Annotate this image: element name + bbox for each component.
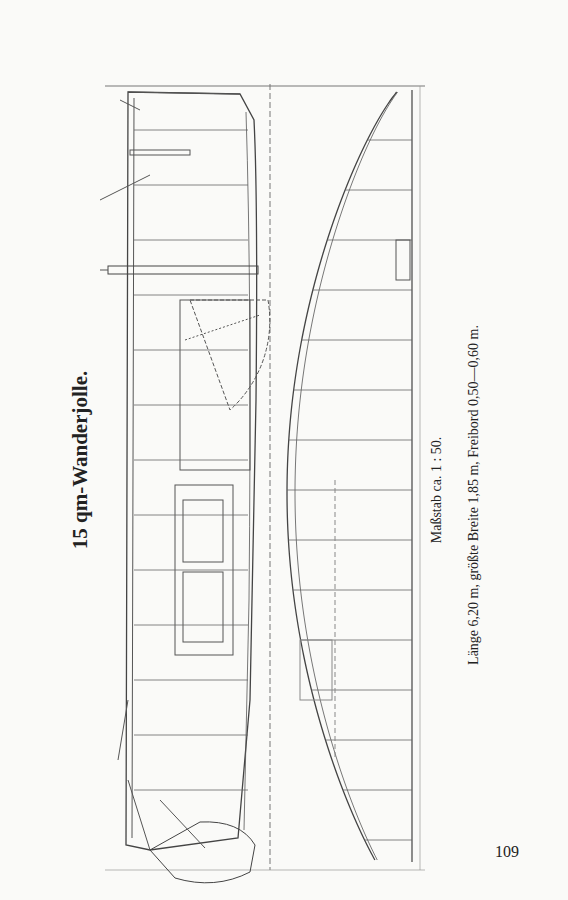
frame-line [134,515,248,516]
frame-line [134,405,248,406]
frame-line [345,190,412,191]
frame-line [293,590,412,591]
frame-line [134,735,248,736]
frame-line [134,185,248,186]
frame-line [134,240,248,241]
frame-line [134,625,248,626]
frame-line [134,460,248,461]
frame-line [287,490,412,491]
frame-line [134,790,248,791]
profile-view [100,84,425,883]
frame-line [302,340,412,341]
inner-sheer-line [295,92,398,860]
frame-line [134,680,248,681]
frame-line [288,540,412,541]
title: 15 qm-Wanderjolle. [70,371,91,550]
dimension-caption: Länge 6,20 m, größte Breite 1,85 m, Frei… [467,325,481,665]
frame-line [289,440,412,441]
frame-line [134,570,248,571]
frame-line [294,390,412,391]
frame-line [367,140,412,141]
frame-line [134,295,248,296]
frame-line [134,130,248,131]
page-number: 109 [495,844,519,860]
frame-line [365,840,412,841]
frame-line [311,690,412,691]
frame-line [325,740,412,741]
plan-view [287,86,420,870]
frame-line [313,290,412,291]
scale-note: Maßstab ca. 1 : 50. [430,437,444,544]
frame-line [343,790,412,791]
sheer-line [287,92,397,860]
frame-line [134,350,248,351]
